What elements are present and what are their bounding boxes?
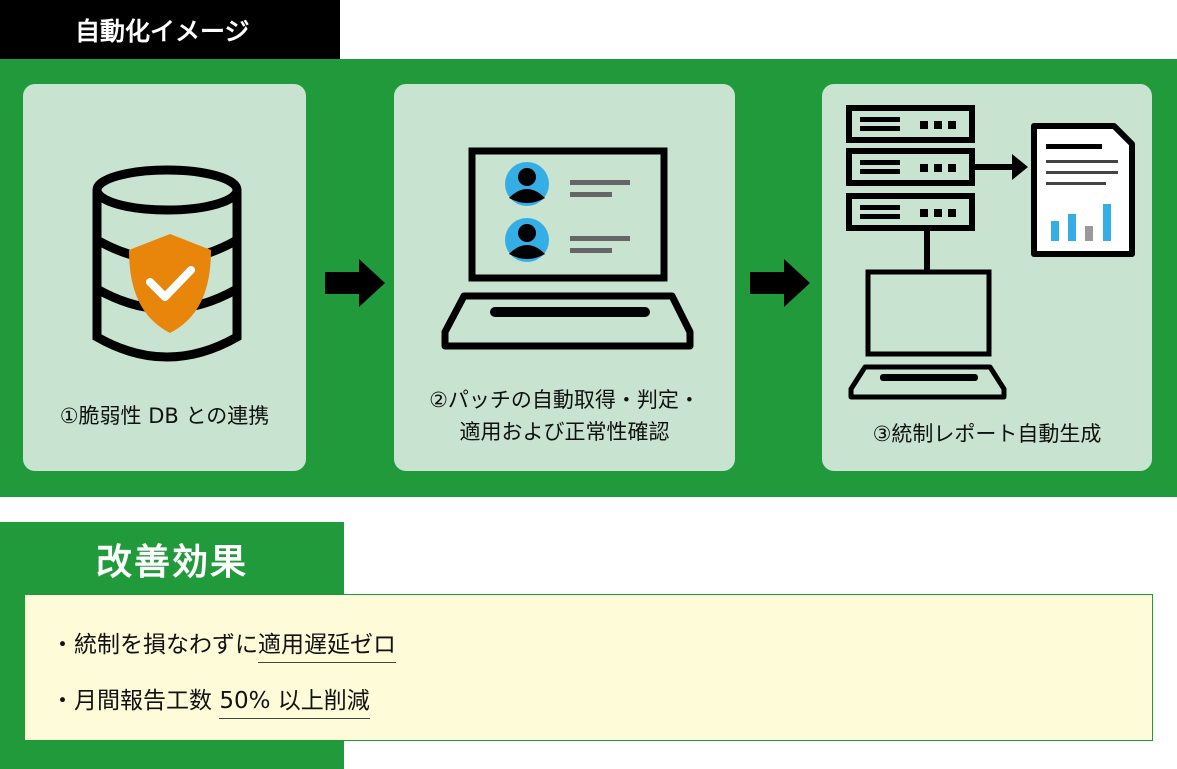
effect-highlight: 50% 以上削減: [219, 688, 370, 719]
step-caption: ②パッチの自動取得・判定・ 適用および正常性確認: [394, 384, 735, 448]
effect-item: ・統制を損なわずに適用遅延ゼロ: [51, 625, 396, 663]
effect-prefix: ・月間報告工数: [51, 688, 220, 714]
arrow-right-icon: [325, 259, 385, 307]
effect-item: ・月間報告工数 50% 以上削減: [51, 681, 370, 719]
effect-prefix: ・統制を損なわずに: [51, 632, 258, 658]
step-caption: ③統制レポート自動生成: [822, 418, 1152, 450]
header-title: 自動化イメージ: [0, 0, 340, 59]
laptop-users-icon: [441, 147, 694, 350]
effects-title: 改善効果: [95, 542, 248, 583]
step-card-vuln-db: ①脆弱性 DB との連携: [23, 84, 306, 471]
database-shield-icon: [92, 165, 242, 362]
caption-line: 適用および正常性確認: [459, 420, 670, 444]
step-card-report: ③統制レポート自動生成: [822, 84, 1152, 471]
server-report-icon: [846, 105, 1135, 400]
caption-line: ③統制レポート自動生成: [872, 422, 1102, 446]
caption-line: ①脆弱性 DB との連携: [59, 404, 270, 428]
caption-line: ②パッチの自動取得・判定・: [429, 388, 700, 412]
effects-box: ・統制を損なわずに適用遅延ゼロ ・月間報告工数 50% 以上削減: [24, 594, 1153, 741]
step-caption: ①脆弱性 DB との連携: [23, 400, 306, 432]
effect-highlight: 適用遅延ゼロ: [258, 632, 396, 663]
step-card-patch: ②パッチの自動取得・判定・ 適用および正常性確認: [394, 84, 735, 471]
arrow-right-icon: [750, 259, 810, 307]
